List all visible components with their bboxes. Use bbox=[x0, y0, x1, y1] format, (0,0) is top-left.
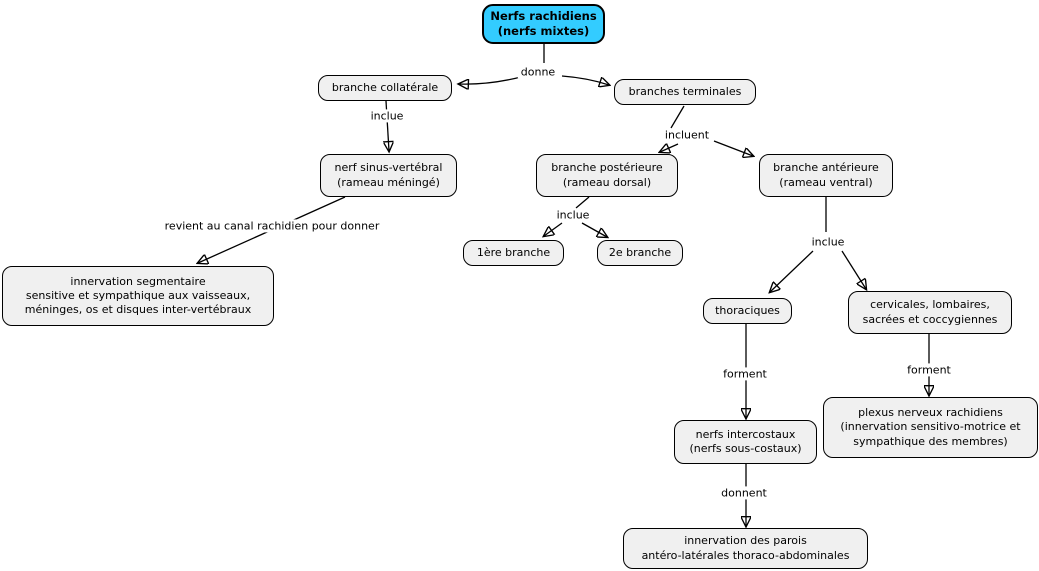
edge-label-inclue-anterieure[interactable]: inclue bbox=[808, 235, 848, 249]
edge-posterieure-inclue bbox=[575, 196, 590, 209]
node-2e-branche[interactable]: 2e branche bbox=[597, 240, 683, 266]
edge-label-donnent[interactable]: donnent bbox=[718, 486, 770, 500]
node-innervation-segmentaire[interactable]: innervation segmentaire sensitive et sym… bbox=[2, 266, 274, 326]
edge-incluent-posterieure bbox=[660, 144, 679, 152]
edge-label-incluent[interactable]: incluent bbox=[661, 128, 713, 142]
node-branche-posterieure[interactable]: branche postérieure (rameau dorsal) bbox=[536, 154, 678, 197]
edge-terminales-incluent bbox=[670, 105, 685, 129]
edge-incluent-anterieure bbox=[713, 140, 753, 156]
node-nerfs-rachidiens[interactable]: Nerfs rachidiens (nerfs mixtes) bbox=[482, 4, 605, 44]
node-branches-terminales[interactable]: branches terminales bbox=[614, 79, 756, 105]
edge-inclue-branche1 bbox=[544, 222, 563, 236]
node-plexus-nerveux[interactable]: plexus nerveux rachidiens (innervation s… bbox=[823, 397, 1038, 458]
node-thoraciques[interactable]: thoraciques bbox=[703, 298, 792, 324]
edge-label-donne[interactable]: donne bbox=[517, 65, 559, 79]
edge-label-forment-thoraciques[interactable]: forment bbox=[720, 367, 770, 381]
node-nerfs-intercostaux[interactable]: nerfs intercostaux (nerfs sous-costaux) bbox=[674, 420, 817, 464]
node-innervation-parois[interactable]: innervation des parois antéro-latérales … bbox=[623, 528, 868, 569]
edge-inclue-branche2 bbox=[581, 222, 607, 237]
node-cervicales-lombaires[interactable]: cervicales, lombaires, sacrées et coccyg… bbox=[848, 291, 1012, 334]
edge-donne-terminales bbox=[561, 75, 609, 85]
edge-collaterale-sinus bbox=[386, 100, 389, 151]
edge-donne-collaterale bbox=[459, 76, 522, 84]
node-nerf-sinus-vertebral[interactable]: nerf sinus-vertébral (rameau méningé) bbox=[320, 154, 457, 197]
node-branche-anterieure[interactable]: branche antérieure (rameau ventral) bbox=[759, 154, 893, 197]
edge-label-inclue-posterieure[interactable]: inclue bbox=[553, 208, 593, 222]
edge-label-inclue-collaterale[interactable]: inclue bbox=[367, 109, 407, 123]
node-1ere-branche[interactable]: 1ère branche bbox=[463, 240, 564, 266]
edge-label-forment-cervicales[interactable]: forment bbox=[904, 363, 954, 377]
node-branche-collaterale[interactable]: branche collatérale bbox=[318, 75, 452, 101]
edge-inclue-thoraciques bbox=[770, 250, 814, 292]
edge-inclue-cervicales bbox=[841, 250, 866, 289]
edge-label-revient[interactable]: revient au canal rachidien pour donner bbox=[161, 219, 383, 233]
